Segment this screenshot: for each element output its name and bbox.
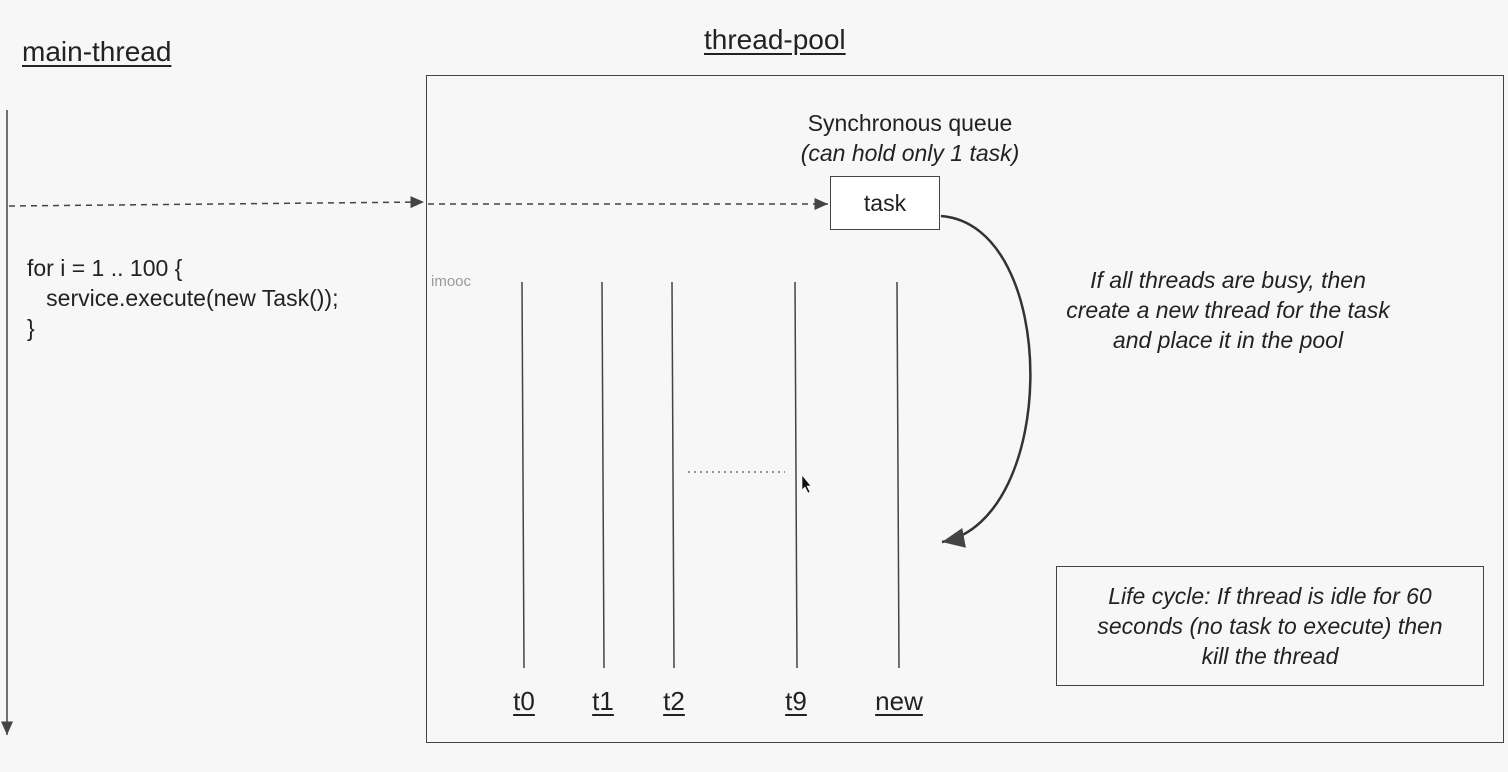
thread-line-t0: [521, 281, 525, 669]
thread-label-t1: t1: [592, 686, 614, 716]
task-label: task: [863, 189, 907, 216]
code-line-1: for i = 1 .. 100 {: [27, 255, 183, 281]
mouse-cursor-icon: [801, 474, 812, 494]
life-cycle-text: Life cycle: If thread is idle for 60 sec…: [1097, 581, 1442, 671]
thread-line-t2: [671, 281, 675, 669]
busy-note-line-3: and place it in the pool: [1112, 327, 1344, 353]
code-line-2: service.execute(new Task());: [27, 285, 339, 311]
thread-pool-title: thread-pool: [704, 24, 846, 55]
code-line-3: }: [27, 315, 35, 341]
synchronous-queue-label: Synchronous queue (can hold only 1 task): [760, 108, 1060, 168]
watermark-text: imooc: [431, 273, 472, 290]
life-cycle-line-2: seconds (no task to execute) then: [1097, 613, 1443, 639]
thread-label-t2: t2: [663, 686, 685, 716]
thread-pool-box: [426, 75, 1504, 743]
thread-line-new: [896, 281, 900, 669]
submit-arrow: [8, 196, 425, 209]
thread-label-t9: t9: [785, 686, 807, 716]
task-box: task: [830, 176, 940, 230]
code-block: for i = 1 .. 100 { service.execute(new T…: [27, 253, 338, 343]
busy-threads-note: If all threads are busy, then create a n…: [1040, 265, 1416, 355]
main-thread-title: main-thread: [22, 36, 172, 67]
create-thread-arrow: [940, 214, 1032, 548]
queue-title: Synchronous queue: [807, 110, 1013, 136]
life-cycle-box: Life cycle: If thread is idle for 60 sec…: [1056, 566, 1484, 686]
life-cycle-line-1: Life cycle: If thread is idle for 60: [1108, 583, 1432, 609]
thread-label-new: new: [875, 686, 923, 716]
queue-subtitle: (can hold only 1 task): [800, 140, 1020, 166]
busy-note-line-1: If all threads are busy, then: [1090, 267, 1366, 293]
thread-line-t1: [601, 281, 605, 669]
life-cycle-line-3: kill the thread: [1201, 643, 1339, 669]
thread-line-t9: [794, 281, 798, 669]
thread-label-t0: t0: [513, 686, 535, 716]
busy-note-line-2: create a new thread for the task: [1066, 297, 1390, 323]
